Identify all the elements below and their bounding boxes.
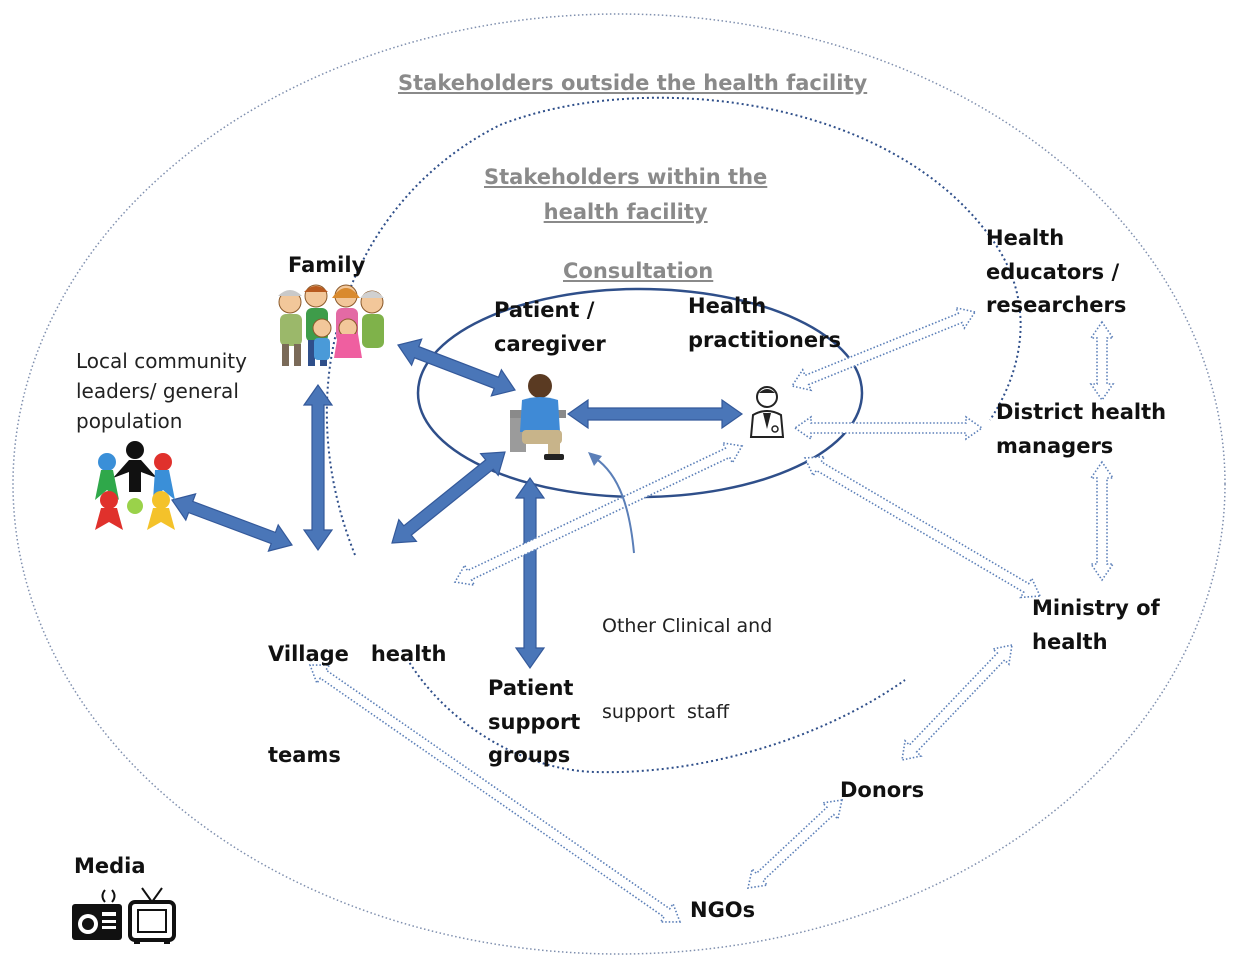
arrow-district-practitioner (793, 415, 984, 441)
label-family: Family (288, 253, 366, 277)
label-other-staff-line1: Other Clinical and (602, 615, 773, 637)
arrow-practitioner-vht (453, 441, 744, 587)
patient-icon (510, 374, 566, 460)
label-donors: Donors (840, 778, 925, 802)
arrow-patient-practitioner (566, 398, 744, 430)
label-support-line2: support (488, 709, 581, 734)
label-support-groups: Patient support groups (488, 672, 580, 773)
arrow-vht-patient (391, 451, 506, 544)
label-educators: Health educators / researchers (986, 222, 1126, 323)
heading-within-line2: health facility (543, 199, 708, 224)
label-media: Media (74, 854, 146, 878)
label-practitioners-line2: practitioners (688, 327, 841, 352)
label-patient-line2: caregiver (494, 331, 606, 356)
label-educators-line3: researchers (986, 293, 1127, 318)
arrow-ngos-vht (308, 664, 682, 923)
community-icon (95, 441, 175, 530)
radio-icon (72, 889, 122, 940)
arrow-ministry-donors (901, 643, 1013, 762)
facility-boundary-lower (401, 649, 906, 774)
tv-icon (128, 887, 176, 944)
label-patient: Patient / caregiver (494, 294, 606, 361)
label-vht: Village health teams (268, 571, 446, 806)
doctor-icon (749, 386, 785, 438)
heading-within-line1: Stakeholders within the (484, 165, 768, 189)
arrow-family-vht (302, 383, 334, 552)
label-educators-line1: Health (986, 226, 1065, 250)
heading-within: Stakeholders within the health facility (484, 160, 767, 229)
label-practitioners: Health practitioners (688, 290, 841, 357)
arrow-patient-support (514, 476, 546, 670)
label-local-line3: population (76, 409, 183, 433)
arrow-ministry-practitioner (803, 455, 1042, 599)
label-district: District health managers (996, 396, 1166, 463)
label-ministry-line1: Ministry of (1032, 596, 1160, 620)
heading-outside: Stakeholders outside the health facility (398, 71, 868, 95)
label-support-line1: Patient (488, 676, 574, 700)
label-practitioners-line1: Health (688, 294, 767, 318)
arrow-educators-practitioner (790, 306, 977, 392)
heading-consultation: Consultation (563, 259, 714, 283)
label-vht-line1: Village health (268, 642, 447, 667)
label-educators-line2: educators / (986, 259, 1120, 284)
staff-pointer-head (588, 452, 602, 466)
outer-ellipse (12, 13, 1226, 955)
label-ministry-line2: health (1032, 629, 1108, 654)
label-local-line1: Local community (76, 349, 247, 373)
label-ministry: Ministry of health (1032, 592, 1160, 659)
label-local: Local community leaders/ general populat… (76, 346, 247, 436)
arrow-district-ministry (1089, 460, 1115, 582)
arrow-donors-ngos (746, 799, 844, 889)
staff-pointer (594, 457, 635, 554)
arrow-educators-district (1089, 320, 1115, 402)
label-ngos: NGOs (690, 898, 756, 922)
label-other-staff-line2: support staff (602, 700, 730, 723)
arrow-community-vht (171, 493, 293, 552)
label-vht-line2: teams (268, 742, 341, 767)
label-other-staff: Other Clinical and support staff (602, 555, 772, 755)
arrow-family-patient (397, 338, 516, 397)
label-local-line2: leaders/ general (76, 379, 239, 403)
label-district-line1: District health (996, 400, 1167, 424)
label-support-line3: groups (488, 743, 571, 768)
family-icon (278, 284, 384, 366)
label-district-line2: managers (996, 433, 1114, 458)
label-patient-line1: Patient / (494, 298, 595, 322)
